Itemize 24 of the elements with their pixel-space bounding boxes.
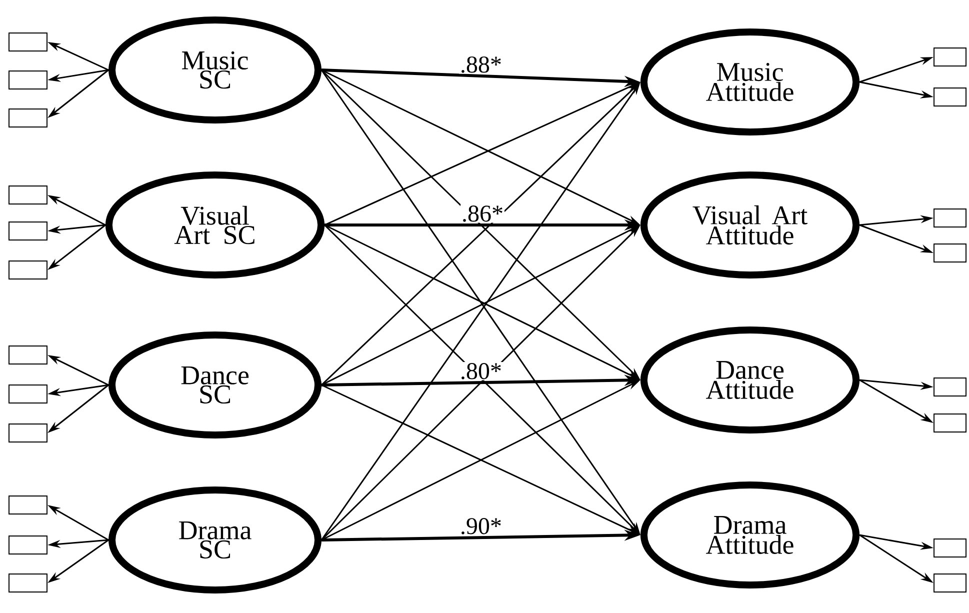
- indicator-box: [8, 108, 48, 128]
- indicator-box: [934, 538, 966, 558]
- indicator-box: [934, 88, 966, 106]
- indicator-box: [934, 208, 966, 228]
- indicator-box: [934, 378, 966, 396]
- indicator-box: [8, 260, 48, 280]
- edge-label: .88*: [458, 56, 503, 74]
- indicator-box: [8, 32, 48, 52]
- indicator-box: [8, 222, 48, 240]
- indicator-box: [934, 574, 966, 592]
- indicator-box: [934, 48, 966, 66]
- indicator-box: [8, 536, 48, 554]
- indicator-box: [8, 574, 48, 592]
- indicator-box: [8, 496, 48, 514]
- indicator-box: [8, 70, 48, 90]
- indicator-box: [934, 414, 966, 432]
- edge-label: .80*: [458, 362, 503, 380]
- indicator-box: [934, 244, 966, 262]
- indicator-box: [8, 346, 48, 364]
- edge-label: .86*: [460, 204, 504, 223]
- edge-label: .90*: [458, 517, 503, 536]
- indicator-box: [8, 424, 48, 442]
- indicator-box: [8, 186, 48, 204]
- indicator-box: [8, 384, 48, 404]
